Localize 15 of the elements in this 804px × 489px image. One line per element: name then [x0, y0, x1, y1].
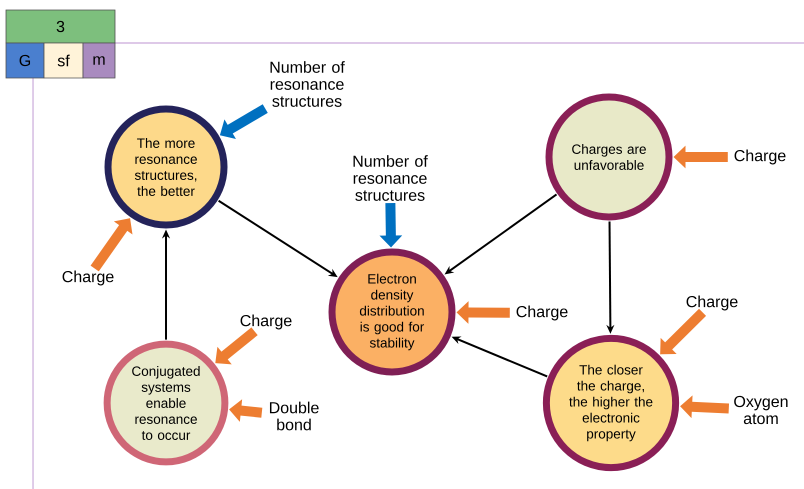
factor-label: Charge: [734, 150, 786, 164]
block-arrow: [215, 327, 258, 364]
block-arrow: [660, 308, 706, 354]
header-cell: G: [6, 42, 44, 78]
factor-label: Charge: [62, 270, 114, 286]
factor-label: Charge: [686, 296, 738, 310]
factor-label: Charge: [516, 306, 568, 320]
factor-label: Charge: [240, 314, 292, 330]
header-cell: m: [82, 42, 116, 78]
factor-label: Double bond: [270, 402, 319, 430]
factor-label: Oxygen atom: [734, 396, 788, 424]
factor-label: Number of resonance structures: [270, 61, 345, 107]
header-cell: 3: [6, 10, 116, 44]
factor-label: Number of resonance structures: [354, 155, 428, 201]
header-cell: sf: [44, 42, 84, 78]
